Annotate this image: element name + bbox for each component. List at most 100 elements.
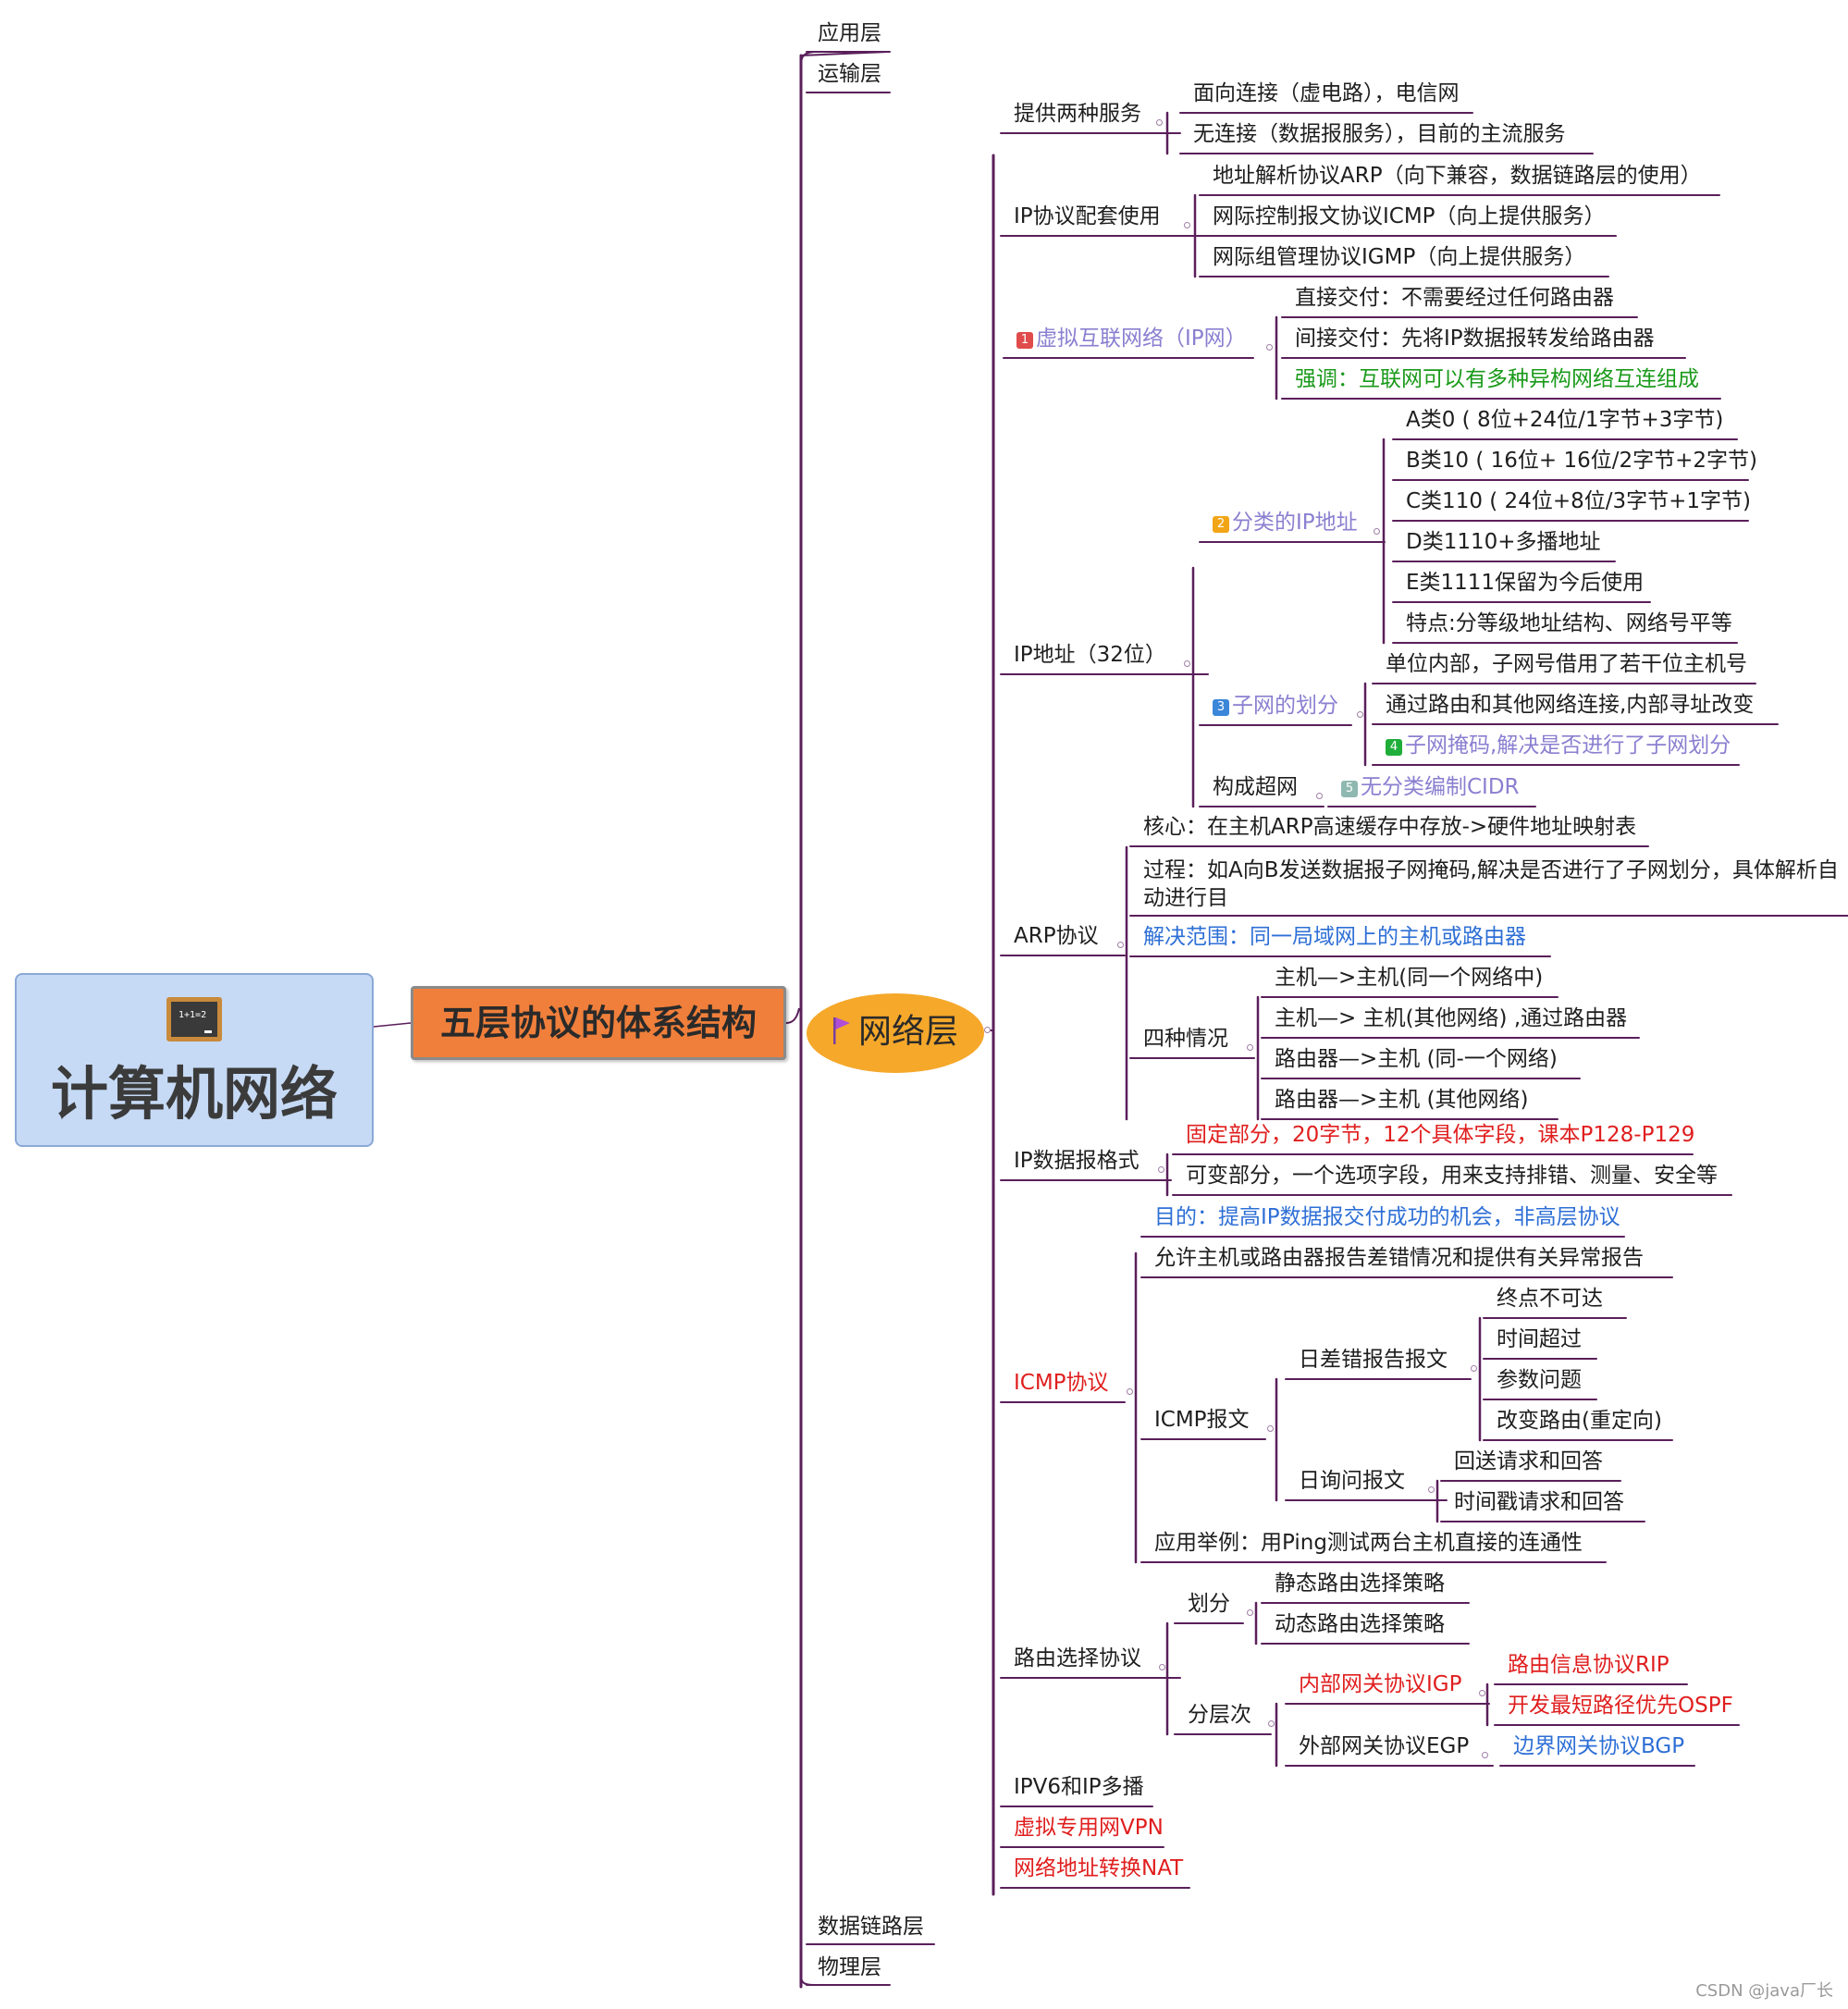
collapse-dot-icon[interactable] [1266,344,1273,351]
collapse-dot-icon[interactable] [1159,1664,1165,1670]
node-arp1[interactable]: 核心：在主机ARP高速缓存中存放->硬件地址映射表 [1143,817,1636,838]
collapse-dot-icon[interactable] [1247,1609,1253,1616]
node-cls6[interactable]: 特点:分等级地址结构、网络号平等 [1406,613,1732,635]
node-vnet1[interactable]: 直接交付：不需要经过任何路由器 [1295,288,1614,309]
node-arp43[interactable]: 路由器—>主机 (同-一个网络) [1275,1049,1558,1070]
collapse-dot-icon[interactable] [1268,1720,1275,1727]
collapse-dot-icon[interactable] [1428,1486,1435,1493]
node-label: 直接交付：不需要经过任何路由器 [1295,286,1614,310]
node-icmp[interactable]: ICMP协议 [1014,1373,1109,1394]
collapse-dot-icon[interactable] [1374,528,1380,535]
node-icmp311[interactable]: 终点不可达 [1497,1288,1603,1310]
node-cls2[interactable]: B类10 ( 16位+ 16位/2字节+2字节) [1406,450,1757,472]
collapse-dot-icon[interactable] [984,1027,991,1033]
node-arp44[interactable]: 路由器—>主机 (其他网络) [1275,1090,1529,1111]
node-rt12[interactable]: 动态路由选择策略 [1275,1614,1445,1635]
collapse-dot-icon[interactable] [1267,1425,1274,1432]
node-arp41[interactable]: 主机—>主机(同一个网络中) [1275,968,1543,989]
node-sub1[interactable]: 单位内部，子网号借用了若干位主机号 [1386,654,1747,675]
node-ipaddr[interactable]: IP地址（32位） [1014,645,1166,666]
node-label: 回送请求和回答 [1454,1449,1603,1473]
node-nat[interactable]: 网络地址转换NAT [1014,1858,1183,1880]
node-icmp321[interactable]: 回送请求和回答 [1454,1451,1603,1473]
node-dg2[interactable]: 可变部分，一个选项字段，用来支持排错、测量、安全等 [1186,1165,1718,1187]
node-ipk[interactable]: IP协议配套使用 [1014,206,1161,228]
collapse-dot-icon[interactable] [1471,1365,1477,1372]
node-svc[interactable]: 提供两种服务 [1014,104,1141,125]
node-label: 外部网关协议EGP [1299,1734,1470,1758]
node-icmp312[interactable]: 时间超过 [1497,1329,1582,1350]
node-vnet3[interactable]: 强调：互联网可以有多种异构网络互连组成 [1295,369,1699,390]
node-cls5[interactable]: E类1111保留为今后使用 [1406,573,1644,594]
collapse-dot-icon[interactable] [1127,1388,1133,1395]
node-icmp2[interactable]: 允许主机或路由器报告差错情况和提供有关异常报告 [1154,1248,1644,1269]
collapse-dot-icon[interactable] [1316,793,1323,799]
layer-transport[interactable]: 运输层 [818,62,881,86]
node-icmp3[interactable]: ICMP报文 [1154,1410,1250,1431]
node-label: 地址解析协议ARP（向下兼容，数据链路层的使用） [1213,164,1702,188]
node-vnet2[interactable]: 间接交付：先将IP数据报转发给路由器 [1295,328,1655,350]
layer-datalink[interactable]: 数据链路层 [818,1915,924,1939]
node-label: 网际控制报文协议ICMP（向上提供服务） [1213,204,1606,228]
node-ipk1[interactable]: 地址解析协议ARP（向下兼容，数据链路层的使用） [1213,166,1702,187]
node-cls1[interactable]: A类0 ( 8位+24位/1字节+3字节) [1406,410,1723,431]
five-layer-node[interactable]: 五层协议的体系结构 [411,986,786,1060]
node-cls3[interactable]: C类110 ( 24位+8位/3字节+1字节) [1406,491,1751,512]
node-rt2[interactable]: 分层次 [1188,1705,1251,1726]
layer-application[interactable]: 应用层 [818,21,881,45]
node-rt211[interactable]: 路由信息协议RIP [1508,1655,1669,1676]
node-label: 目的：提高IP数据报交付成功的机会，非高层协议 [1154,1205,1620,1229]
collapse-dot-icon[interactable] [1184,222,1190,228]
node-label: 网际组管理协议IGMP（向上提供服务） [1213,245,1586,269]
node-svc1[interactable]: 面向连接（虚电路），电信网 [1193,83,1460,105]
node-sub2[interactable]: 通过路由和其他网络连接,内部寻址改变 [1386,695,1754,716]
node-arp3[interactable]: 解决范围：同一局域网上的主机或路由器 [1143,927,1526,948]
node-icmp31[interactable]: 日差错报告报文 [1299,1350,1448,1371]
collapse-dot-icon[interactable] [1156,119,1163,126]
network-layer-node[interactable]: 网络层 [807,993,984,1073]
node-arp[interactable]: ARP协议 [1014,926,1099,947]
collapse-dot-icon[interactable] [1247,1044,1253,1051]
node-icmp322[interactable]: 时间戳请求和回答 [1454,1492,1624,1513]
collapse-dot-icon[interactable] [1184,660,1190,667]
node-rt21[interactable]: 内部网关协议IGP [1299,1674,1461,1695]
collapse-dot-icon[interactable] [1357,711,1363,718]
node-rt11[interactable]: 静态路由选择策略 [1275,1573,1445,1595]
node-rt1[interactable]: 划分 [1188,1594,1230,1615]
node-icmp313[interactable]: 参数问题 [1497,1370,1582,1391]
node-ipv6[interactable]: IPV6和IP多播 [1014,1777,1144,1798]
node-icmp1[interactable]: 目的：提高IP数据报交付成功的机会，非高层协议 [1154,1207,1620,1228]
collapse-dot-icon[interactable] [1479,1690,1485,1696]
node-rt212[interactable]: 开发最短路径优先OSPF [1508,1695,1733,1717]
collapse-dot-icon[interactable] [1482,1752,1488,1758]
node-vpn[interactable]: 虚拟专用网VPN [1014,1818,1164,1839]
node-rt221[interactable]: 边界网关协议BGP [1513,1736,1684,1757]
layer-physical[interactable]: 物理层 [818,1955,881,1979]
collapse-dot-icon[interactable] [1117,942,1124,948]
node-icmp32[interactable]: 日询问报文 [1299,1471,1405,1492]
node-arp4[interactable]: 四种情况 [1143,1029,1228,1050]
node-label: 路由器—>主机 (其他网络) [1275,1088,1529,1112]
node-label: IPV6和IP多播 [1014,1775,1144,1799]
node-ipk3[interactable]: 网际组管理协议IGMP（向上提供服务） [1213,247,1585,268]
node-svc2[interactable]: 无连接（数据报服务），目前的主流服务 [1193,124,1566,145]
node-icmp314[interactable]: 改变路由(重定向) [1497,1411,1662,1432]
node-dg1[interactable]: 固定部分，20字节，12个具体字段，课本P128-P129 [1186,1125,1694,1146]
node-arp42[interactable]: 主机—> 主机(其他网络) ,通过路由器 [1275,1008,1627,1029]
node-rt22[interactable]: 外部网关协议EGP [1299,1736,1469,1757]
root-node[interactable]: 1+1=2 计算机网络 [15,973,374,1147]
node-cls4[interactable]: D类1110+多播地址 [1406,532,1601,553]
node-ipk2[interactable]: 网际控制报文协议ICMP（向上提供服务） [1213,206,1606,228]
collapse-dot-icon[interactable] [1158,1166,1164,1173]
node-sup[interactable]: 构成超网 [1213,777,1298,798]
node-dg[interactable]: IP数据报格式 [1014,1151,1140,1172]
node-arp2[interactable]: 过程：如A向B发送数据报子网掩码,解决是否进行了子网划分，具体解析自动进行目 [1143,857,1846,912]
node-rt[interactable]: 路由选择协议 [1014,1648,1141,1670]
node-icmp4[interactable]: 应用举例：用Ping测试两台主机直接的连通性 [1154,1533,1583,1554]
node-label: 内部网关协议IGP [1299,1672,1462,1696]
